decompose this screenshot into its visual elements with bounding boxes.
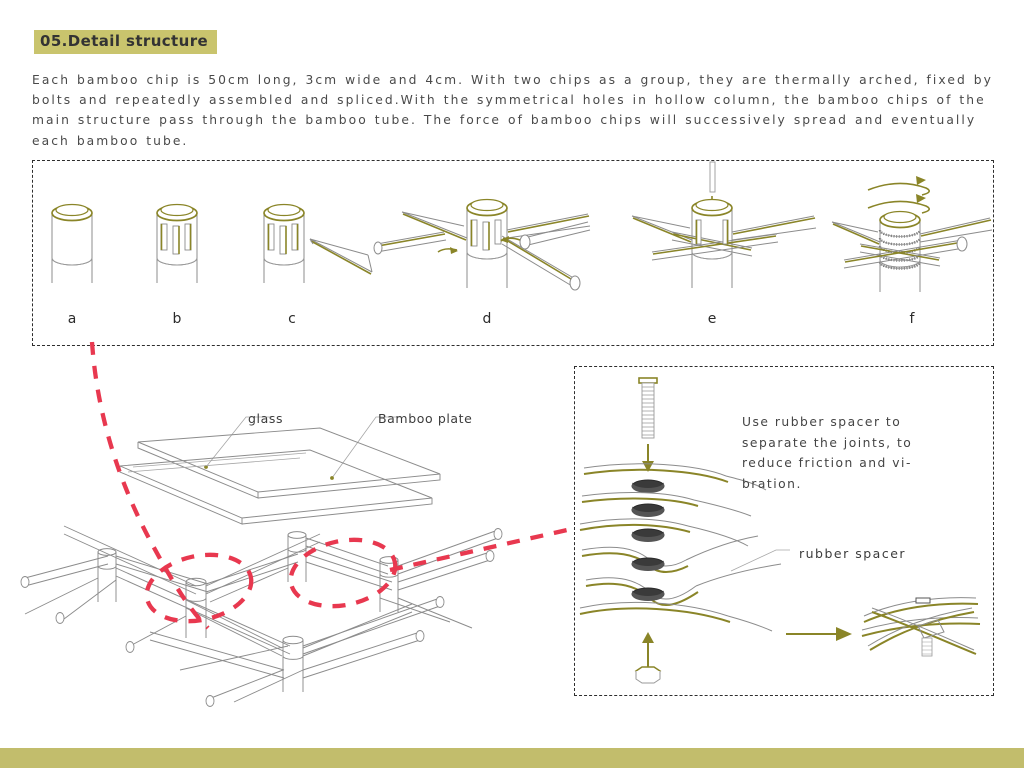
rubber-spacer-leader xyxy=(730,549,790,572)
step-f-rope-wrapping xyxy=(831,176,993,292)
intro-paragraph: Each bamboo chip is 50cm long, 3cm wide … xyxy=(32,70,994,151)
chip-layer-stack xyxy=(579,463,782,632)
glass-panel xyxy=(137,427,441,499)
step-c-label: c xyxy=(288,311,296,327)
spacer-note: Use rubber spacer to separate the joints… xyxy=(742,412,978,494)
red-annotation-lines xyxy=(89,341,577,630)
label-rubber-spacer: rubber spacer xyxy=(799,546,907,561)
spacer-note-line-2: separate the joints, to xyxy=(742,435,913,450)
red-highlight-circle-left xyxy=(144,552,254,624)
steps-panel-border xyxy=(32,160,994,346)
step-d-label: d xyxy=(483,311,492,327)
steps-diagram: .out{fill:none;stroke:#8c8c8c;stroke-wid… xyxy=(51,161,993,327)
page-title-container: 05.Detail structure xyxy=(34,30,218,55)
spacer-panel-border xyxy=(574,366,994,696)
step-d-chip-insertion xyxy=(373,198,591,291)
spacer-note-line-3: reduce friction and vi- xyxy=(742,456,912,470)
step-a-bamboo-tube xyxy=(51,203,93,283)
page-title: 05.Detail structure xyxy=(34,30,218,55)
chip-ends xyxy=(20,528,503,707)
label-glass: glass xyxy=(248,411,284,426)
red-highlight-circle-right xyxy=(288,537,398,609)
lattice-column xyxy=(287,531,307,582)
nut-icon xyxy=(634,632,662,684)
step-c-tube-and-chip xyxy=(263,203,373,283)
bamboo-plate-panel xyxy=(119,449,433,525)
assembled-joint-result xyxy=(861,597,981,657)
label-bamboo-plate: Bamboo plate xyxy=(378,411,473,426)
footer-accent-bar xyxy=(0,748,1024,768)
step-e-label: e xyxy=(708,311,717,327)
spacer-note-line-4: bration. xyxy=(742,476,802,491)
step-a-label: a xyxy=(68,311,77,327)
step-f-label: f xyxy=(910,311,916,327)
bolt-icon xyxy=(638,377,658,472)
rubber-spacer-diagram: .s-out{fill:none;stroke:#8c8c8c;stroke-w… xyxy=(579,377,981,684)
red-link-left xyxy=(89,341,210,630)
transition-arrow xyxy=(786,627,852,641)
red-link-right xyxy=(389,525,577,573)
step-b-tube-with-slots xyxy=(156,203,198,283)
step-b-label: b xyxy=(173,311,182,327)
spacer-note-line-1: Use rubber spacer to xyxy=(742,415,902,429)
bamboo-lattice-structure xyxy=(20,525,503,707)
lattice-column xyxy=(282,635,304,692)
intro-paragraph-text: Each bamboo chip is 50cm long, 3cm wide … xyxy=(32,73,993,148)
assembly-diagram: .a-out{fill:none;stroke:#8c8c8c;stroke-w… xyxy=(20,416,503,707)
step-e-rod-insertion xyxy=(631,161,817,288)
